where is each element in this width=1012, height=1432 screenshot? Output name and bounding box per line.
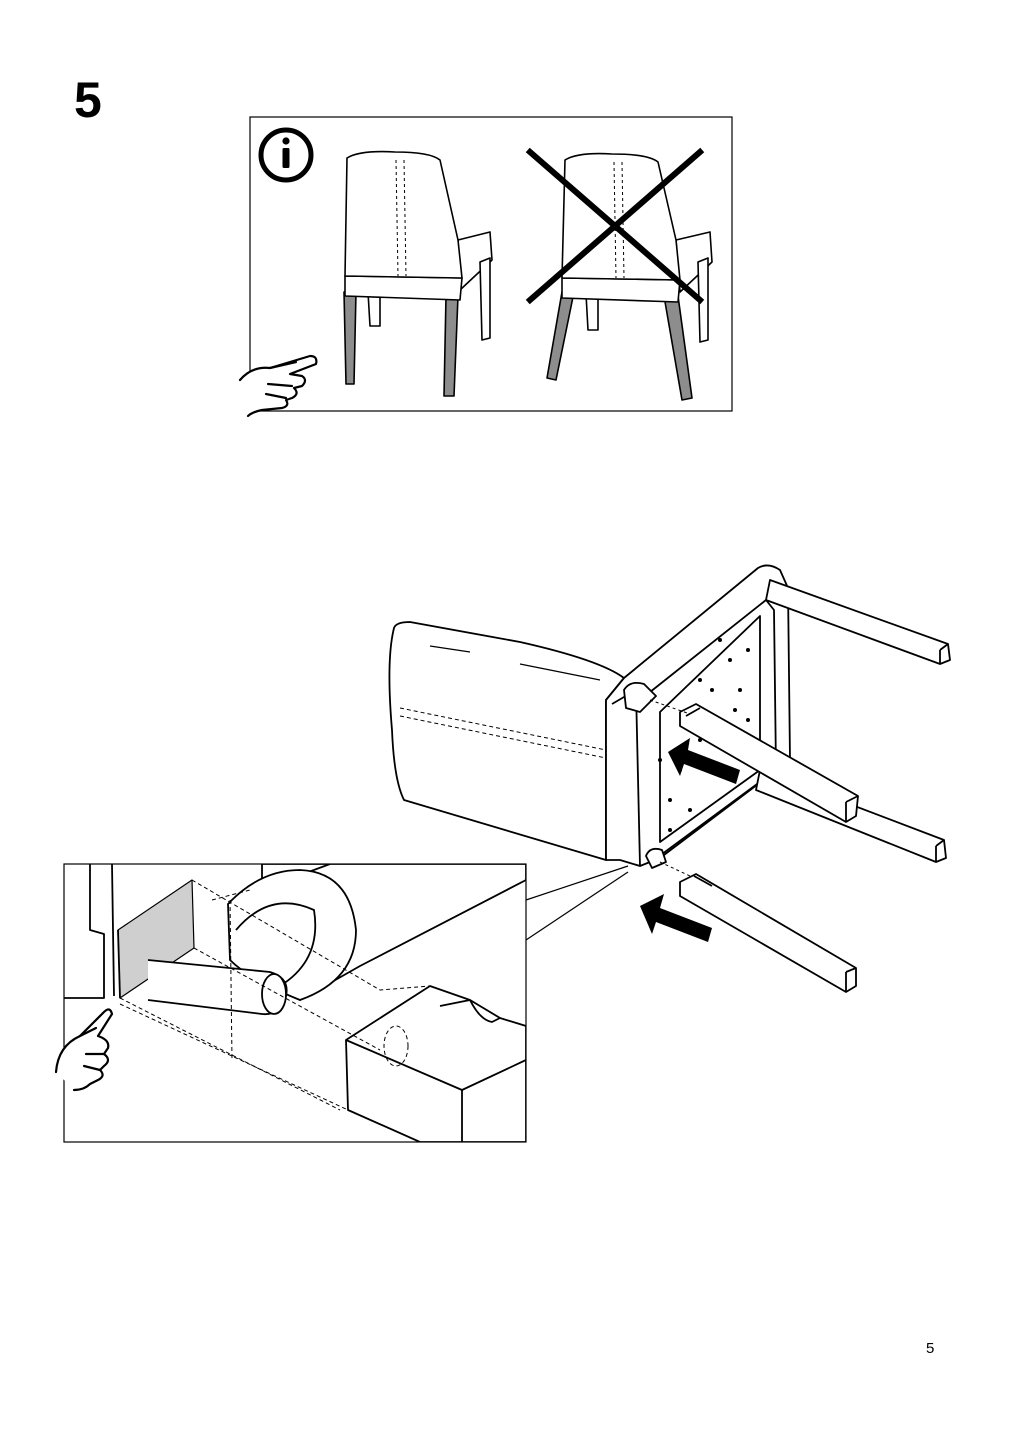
info-panel — [238, 116, 733, 418]
info-icon — [258, 127, 314, 183]
detail-callout-leader — [525, 865, 629, 941]
correct-chair-illustration — [343, 150, 493, 397]
insert-arrow-icon — [668, 738, 740, 784]
step-number: 5 — [74, 72, 102, 128]
upside-down-chair — [388, 564, 951, 993]
pointing-hand-icon-detail — [54, 1008, 114, 1092]
detail-panel — [54, 863, 527, 1143]
page-number: 5 — [926, 1340, 935, 1357]
pointing-hand-icon — [238, 354, 318, 418]
cross-out-mark — [525, 147, 705, 305]
insert-arrow-icon-lower — [640, 894, 712, 942]
